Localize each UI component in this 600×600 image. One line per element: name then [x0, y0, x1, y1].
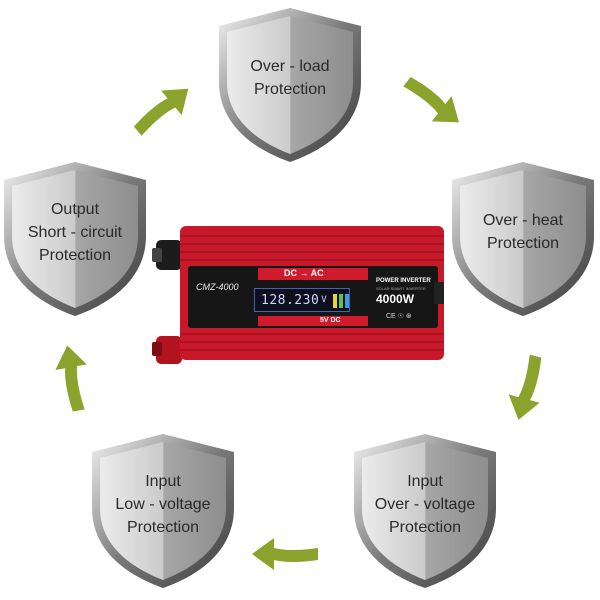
shield-line: Input [407, 472, 443, 490]
shield-label: Over - heat Protection [462, 184, 584, 280]
arrow-icon [393, 65, 473, 140]
shield-icon [92, 434, 234, 588]
shield-line: Over - load [250, 58, 330, 75]
shield-input-overvoltage: Input Over - voltage Protection [350, 430, 500, 590]
shield-line: Protection [253, 81, 327, 98]
inverter-body [152, 226, 444, 364]
cert-marks: CE ☉ ⊛ [386, 313, 412, 320]
dc-ac-label: DC → AC [284, 268, 324, 278]
arrow-icon [250, 534, 320, 574]
shield-output-shortcircuit: Output Short - circuit Protection [0, 158, 150, 318]
shield-line: Over - voltage [374, 495, 476, 513]
shield-input-lowvoltage: Input Low - voltage Protection [88, 430, 238, 590]
arrow-icon [123, 72, 202, 148]
lcd-unit: V [321, 295, 327, 305]
shield-line: Output [50, 200, 100, 218]
shield-icon [354, 434, 496, 588]
shield-label: Input Over - voltage Protection [364, 456, 486, 552]
shield-line: Over - heat [482, 212, 564, 229]
brand-label: POWER INVERTER [376, 278, 431, 284]
shield-line: Low - voltage [115, 495, 211, 513]
shield-icon [452, 162, 594, 316]
shield-overload: Over - load Protection [215, 4, 365, 164]
shield-line: Short - circuit [27, 223, 123, 241]
battery-level-bars [332, 292, 349, 308]
shield-icon [4, 162, 146, 316]
shield-line: Protection [486, 235, 560, 252]
shield-overheat: Over - heat Protection [448, 158, 598, 318]
lcd-display: 128.230 V [254, 288, 350, 312]
power-inverter: CMZ-4000 DC → AC POWER INVERTER SOLAR SM… [150, 222, 450, 364]
arrow-icon [499, 349, 556, 427]
model-label: CMZ-4000 [196, 282, 239, 292]
sub-brand-label: SOLAR SMART INVERTER [376, 286, 426, 291]
shield-line: Protection [38, 246, 112, 264]
shield-line: Protection [126, 518, 200, 536]
shield-icon [219, 8, 361, 162]
usb-label: 5V DC [320, 317, 341, 324]
shield-line: Protection [388, 518, 462, 536]
power-label: 4000W [376, 292, 415, 306]
shield-label: Output Short - circuit Protection [14, 184, 136, 280]
shield-label: Over - load Protection [229, 30, 351, 126]
shield-label: Input Low - voltage Protection [102, 456, 224, 552]
arrow-icon [47, 340, 99, 416]
shield-line: Input [145, 472, 181, 490]
lcd-value: 128.230 [261, 292, 320, 308]
